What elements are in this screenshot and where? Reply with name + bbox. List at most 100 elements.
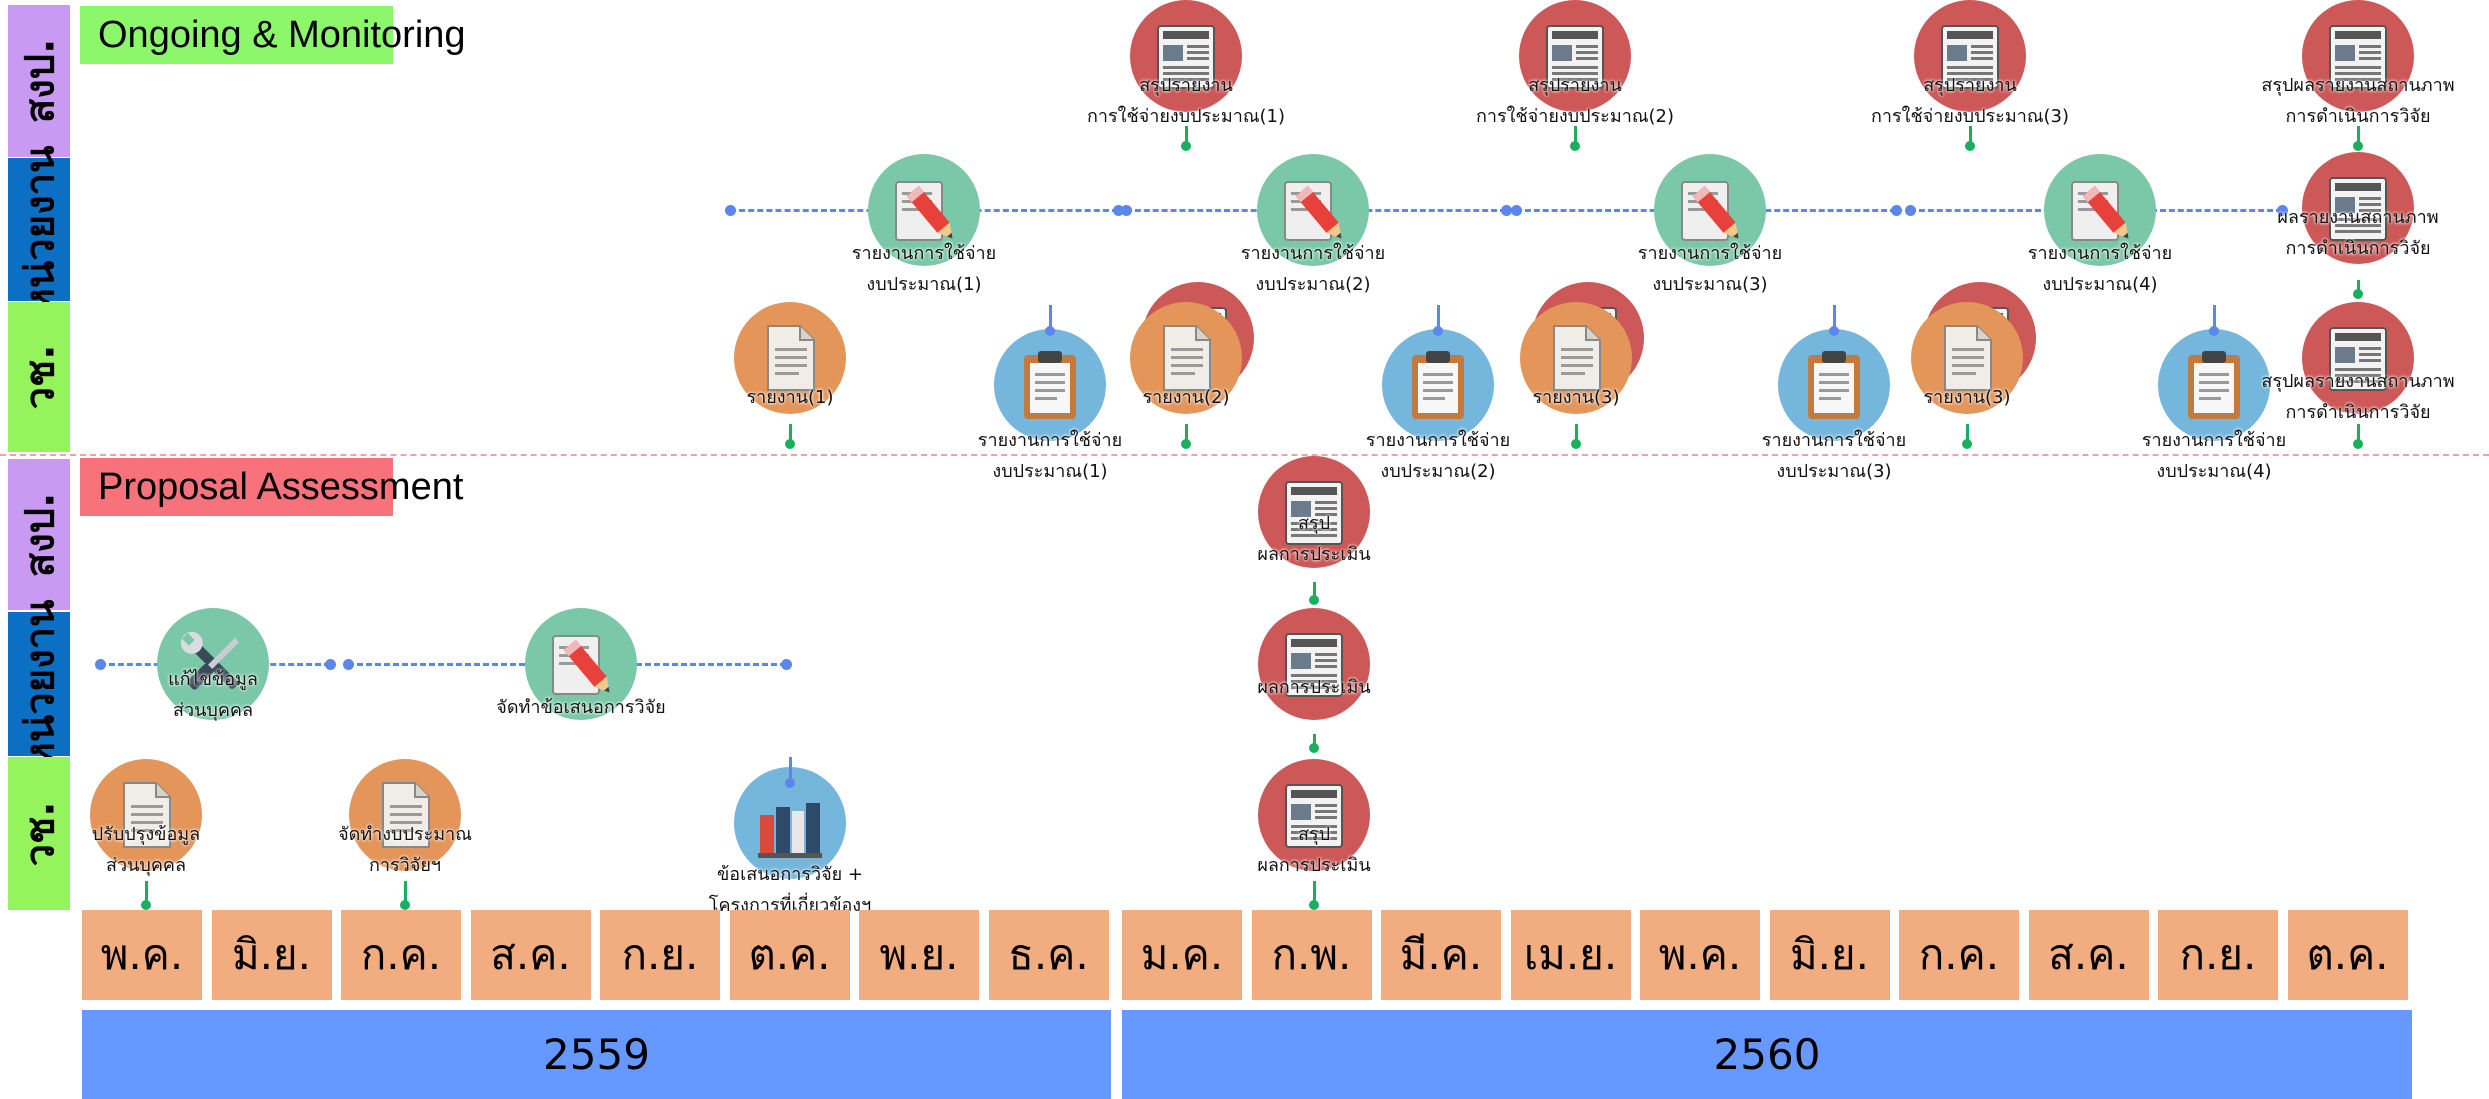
timeline-node: รายงาน(3) (1520, 302, 1632, 449)
node-label: ผลการประเมิน (1257, 677, 1371, 698)
lane-label-vor-proposal: วช. (8, 757, 70, 910)
node-label: รายงานการใช้จ่าย งบประมาณ(4) (2027, 243, 2173, 295)
connector-line (145, 881, 148, 905)
flow-endpoint (1905, 205, 1916, 216)
newspaper-icon (2302, 302, 2414, 414)
section-title-monitoring-text: Ongoing & Monitoring (98, 13, 466, 56)
timeline-node: จัดทำงบประมาณ การวิจัยฯ (338, 759, 472, 910)
flow-endpoint (781, 659, 792, 670)
lane-label-unit-proposal: หน่วยงาน (8, 600, 70, 768)
timeline-node: ผลรายงานสถานภาพ การดำเนินการวิจัย (2277, 152, 2439, 299)
connector-line (1833, 305, 1836, 331)
connector-dot (1309, 595, 1319, 605)
timeline-node: จัดทำข้อเสนอการวิจัย (496, 608, 666, 720)
connector-dot (785, 439, 795, 449)
connector-line (1966, 424, 1969, 444)
section-title-proposal-text: Proposal Assessment (98, 465, 464, 508)
connector-dot (1181, 141, 1191, 151)
connector-line (1969, 126, 1972, 146)
connector-line (789, 424, 792, 444)
timeline-node: รายงาน(1) (734, 302, 846, 449)
lane-label-text: สงป. (17, 38, 63, 124)
connector-line (2213, 305, 2216, 331)
newspaper-icon (2302, 0, 2414, 112)
connector-dot (2353, 289, 2363, 299)
flow-endpoint (1511, 205, 1522, 216)
connector-dot (1045, 326, 1055, 336)
node-label: รายงานการใช้จ่าย งบประมาณ(2) (1240, 243, 1386, 295)
connector-dot (1181, 439, 1191, 449)
connector-line (2357, 424, 2360, 444)
connector-dot (2209, 326, 2219, 336)
timeline-node: รายงานการใช้จ่าย งบประมาณ(3) (1638, 154, 1782, 295)
clipboard-icon (1382, 329, 1494, 441)
timeline-node: ข้อเสนอการวิจัย + โครงการที่เกี่ยวข้องฯ (709, 757, 871, 916)
document-icon (734, 302, 846, 414)
node-label: รายงานการใช้จ่าย งบประมาณ(2) (1365, 430, 1511, 482)
node-label: รายงาน(3) (1532, 387, 1620, 408)
timeline-node: สรุปผลรายงานสถานภาพ การดำเนินการวิจัย (2261, 0, 2455, 151)
timeline-node: สรุปรายงาน การใช้จ่ายงบประมาณ(2) (1476, 0, 1674, 151)
month-cell: ธ.ค. (988, 910, 1109, 1000)
flow-endpoint (1501, 205, 1512, 216)
flow-endpoint (343, 659, 354, 670)
node-label: ผลรายงานสถานภาพ การดำเนินการวิจัย (2277, 207, 2439, 259)
node-label: จัดทำข้อเสนอการวิจัย (496, 697, 666, 718)
flow-endpoint (1891, 205, 1902, 216)
connector-dot (1570, 141, 1580, 151)
connector-line (404, 881, 407, 905)
connector-line (1313, 734, 1316, 748)
clipboard-icon (2158, 329, 2270, 441)
timeline-node: รายงานการใช้จ่าย งบประมาณ(1) (852, 154, 996, 295)
month-cell: พ.ค. (82, 910, 202, 1000)
node-label: รายงานการใช้จ่าย งบประมาณ(3) (1761, 430, 1907, 482)
connector-dot (2353, 439, 2363, 449)
month-cell: ก.ค. (1899, 910, 2019, 1000)
timeline-node: สรุป ผลการประเมิน (1257, 759, 1371, 910)
clipboard-icon (1778, 329, 1890, 441)
newspaper-icon (1258, 759, 1370, 871)
node-label: แก้ไขข้อมูล ส่วนบุคคล (168, 669, 258, 721)
timeline-node: รายงาน(2) (1130, 302, 1242, 449)
node-label: รายงานการใช้จ่าย งบประมาณ(4) (2141, 430, 2287, 482)
timeline-node: รายงาน(3) (1911, 302, 2023, 449)
lane-label-text: สงป. (17, 492, 63, 577)
newspaper-icon (1914, 0, 2026, 112)
pencil-document-icon (2044, 154, 2156, 266)
timeline-node: รายงานการใช้จ่าย งบประมาณ(3) (1762, 305, 1906, 482)
month-cell: มิ.ย. (1769, 910, 1890, 1000)
newspaper-icon (1130, 0, 1242, 112)
newspaper-icon (2302, 152, 2414, 264)
connector-dot (1433, 326, 1443, 336)
month-cell: ส.ค. (470, 910, 591, 1000)
timeline-node: รายงานการใช้จ่าย งบประมาณ(2) (1241, 154, 1385, 295)
node-label: สรุปผลรายงานสถานภาพ การดำเนินการวิจัย (2261, 371, 2455, 423)
node-label: รายงานการใช้จ่าย งบประมาณ(1) (851, 243, 997, 295)
connector-line (1437, 305, 1440, 331)
node-label: สรุปผลรายงานสถานภาพ การดำเนินการวิจัย (2261, 75, 2455, 127)
month-cell: ก.ค. (341, 910, 461, 1000)
wrench-screwdriver-icon (157, 608, 269, 720)
timeline-node: รายงานการใช้จ่าย งบประมาณ(1) (978, 305, 1122, 482)
timeline-node: ผลการประเมิน (1257, 608, 1371, 753)
month-cell: ก.ย. (600, 910, 720, 1000)
connector-dot (785, 778, 795, 788)
timeline-node: รายงานการใช้จ่าย งบประมาณ(2) (1366, 305, 1510, 482)
connector-line (1185, 424, 1188, 444)
node-label: รายงาน(1) (746, 387, 834, 408)
connector-line (1575, 424, 1578, 444)
node-label: สรุปรายงาน การใช้จ่ายงบประมาณ(2) (1475, 75, 1675, 127)
month-cell: ต.ค. (2287, 910, 2408, 1000)
connector-dot (1571, 439, 1581, 449)
lane-label-sor-proposal: สงป. (8, 459, 70, 610)
newspaper-icon (1258, 456, 1370, 568)
section-title-proposal: Proposal Assessment (80, 458, 463, 516)
node-label: รายงาน(2) (1142, 387, 1230, 408)
connector-dot (1829, 326, 1839, 336)
timeline-node: สรุปรายงาน การใช้จ่ายงบประมาณ(1) (1087, 0, 1285, 151)
connector-line (1574, 126, 1577, 146)
month-cell: พ.ค. (1640, 910, 1760, 1000)
document-icon (349, 759, 461, 871)
flow-endpoint (95, 659, 106, 670)
connector-line (1313, 582, 1316, 600)
